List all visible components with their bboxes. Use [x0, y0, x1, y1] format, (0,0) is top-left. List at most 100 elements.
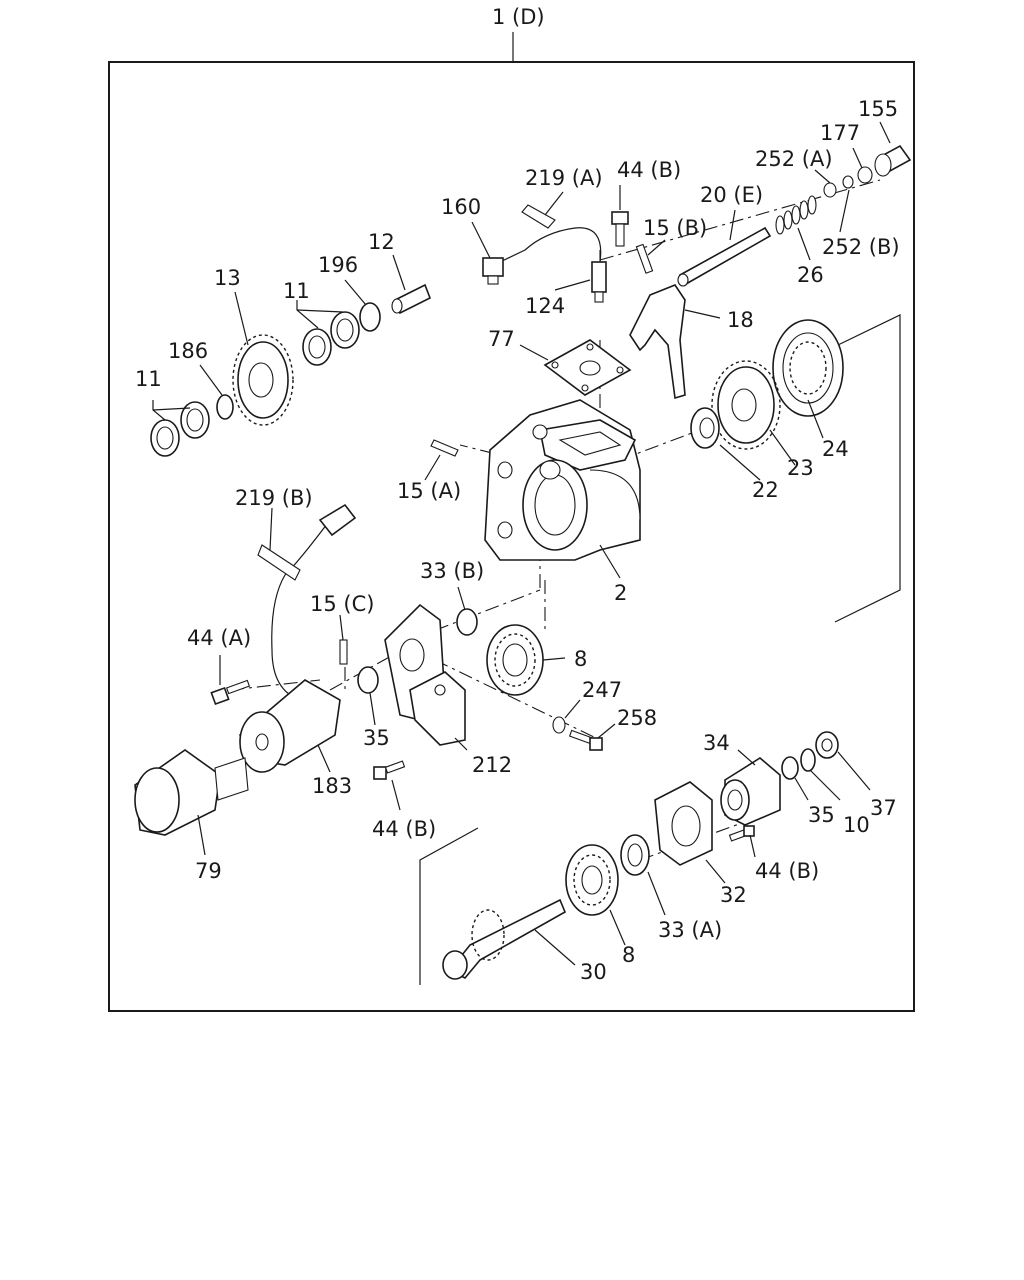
output-shaft-30 [442, 898, 567, 980]
pto-housing [484, 399, 641, 561]
wire-clip-b [257, 544, 301, 581]
gasket-32 [654, 781, 713, 866]
callout-160: 160 [441, 195, 481, 219]
nut-37 [815, 731, 839, 759]
callout-23: 23 [787, 456, 814, 480]
callout-212: 212 [472, 753, 512, 777]
callout-13: 13 [214, 266, 241, 290]
connector-160 [482, 257, 504, 285]
callout-252b: 252 (B) [822, 235, 900, 259]
callout-183: 183 [312, 774, 352, 798]
callout-177: 177 [820, 121, 860, 145]
bolt-44b-lower [728, 825, 755, 842]
callout-155: 155 [858, 97, 898, 121]
callout-24: 24 [822, 437, 849, 461]
snap-ring-196 [359, 302, 381, 332]
callout-10: 10 [843, 813, 870, 837]
assembly-label: 1 (D) [492, 5, 545, 29]
bolt-44b-mid [373, 760, 406, 780]
callout-44a: 44 (A) [187, 626, 251, 650]
callout-33a: 33 (A) [658, 918, 722, 942]
shift-rod [677, 226, 772, 287]
solenoid-actuator-183 [238, 679, 341, 773]
washer-247 [552, 716, 566, 734]
callout-18: 18 [727, 308, 754, 332]
callout-219a: 219 (A) [525, 166, 603, 190]
thrust-washer-22 [690, 407, 720, 449]
callout-20e: 20 (E) [700, 183, 763, 207]
callout-22: 22 [752, 478, 779, 502]
bolt-44b-top [611, 211, 629, 247]
bolt-44a [210, 679, 251, 706]
callout-11-upper: 11 [283, 279, 310, 303]
oil-seal-33a [620, 834, 650, 876]
callout-15a: 15 (A) [397, 479, 461, 503]
ball-bearing-8-lower [565, 844, 619, 916]
pin-15c [339, 639, 348, 665]
pin-15a [430, 439, 459, 457]
callout-34: 34 [703, 731, 730, 755]
callout-79: 79 [195, 859, 222, 883]
sleeve-gear-24 [772, 319, 844, 417]
callout-252a: 252 (A) [755, 147, 833, 171]
shaft-12 [391, 283, 432, 315]
pin-15b [635, 243, 654, 274]
gear-23 [711, 360, 781, 450]
callout-8-upper: 8 [574, 647, 587, 671]
callout-37: 37 [870, 796, 897, 820]
callout-labels: 219 (A) 44 (B) 252 (A) 177 155 160 20 (E… [135, 97, 900, 984]
connector-219b [318, 503, 357, 537]
callout-30: 30 [580, 960, 607, 984]
callout-44b-lower: 44 (B) [755, 859, 819, 883]
wire-clip-a [521, 204, 556, 229]
callout-26: 26 [797, 263, 824, 287]
callout-15b: 15 (B) [643, 216, 707, 240]
cap-155 [874, 144, 912, 177]
nut-177 [857, 166, 873, 184]
leader-lines [152, 121, 891, 966]
callout-44b-top: 44 (B) [617, 158, 681, 182]
callout-35-right: 35 [808, 803, 835, 827]
cover-plate [543, 339, 632, 396]
callout-35-left: 35 [363, 726, 390, 750]
washer-35-left [357, 666, 379, 694]
callout-15c: 15 (C) [310, 592, 374, 616]
counter-gear-13 [232, 334, 294, 426]
seal-33b [456, 608, 478, 636]
flange-34 [720, 757, 781, 826]
callout-11-lower: 11 [135, 367, 162, 391]
callout-196: 196 [318, 253, 358, 277]
callout-12: 12 [368, 230, 395, 254]
pressure-switch [591, 261, 607, 303]
wire-harness-a [499, 227, 602, 263]
needle-bearing-11-lower [150, 401, 210, 457]
spring-26 [775, 195, 817, 235]
bolt-258 [568, 729, 603, 751]
ball-bearing-8-upper [486, 624, 544, 696]
shift-fork [629, 284, 686, 400]
callout-77: 77 [488, 327, 515, 351]
callout-32: 32 [720, 883, 747, 907]
needle-bearing-11-upper [302, 311, 360, 366]
callout-219b: 219 (B) [235, 486, 313, 510]
callout-44b-mid: 44 (B) [372, 817, 436, 841]
callout-186: 186 [168, 339, 208, 363]
callout-258: 258 [617, 706, 657, 730]
group-bracket-right [834, 314, 901, 623]
assembly-frame [108, 61, 915, 1012]
snap-ring-186 [216, 394, 234, 420]
actuator-cover-79 [134, 749, 249, 836]
washer-252a [823, 182, 837, 198]
callout-2: 2 [614, 581, 627, 605]
group-bracket-bottom [419, 827, 479, 985]
washer-35-right [781, 756, 799, 780]
lock-washer-10 [800, 748, 816, 772]
mounting-bracket [384, 603, 466, 746]
callout-8-lower: 8 [622, 943, 635, 967]
callout-247: 247 [582, 678, 622, 702]
wire-harness-b [271, 519, 331, 701]
callout-33b: 33 (B) [420, 559, 484, 583]
washer-252b [842, 175, 854, 189]
callout-124: 124 [525, 294, 565, 318]
